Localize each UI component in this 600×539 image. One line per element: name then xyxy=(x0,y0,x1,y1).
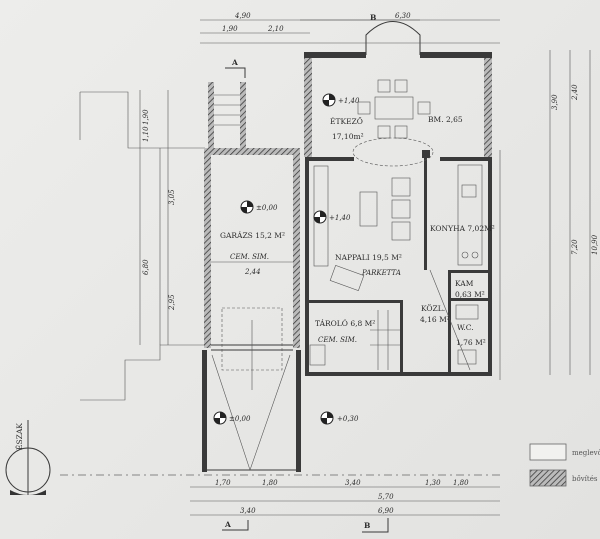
dimensions-bottom_row1-3: 1,30 xyxy=(425,479,441,487)
level-marker-icon xyxy=(322,93,336,107)
level-marker-icon xyxy=(213,411,227,425)
section-mark-b-bottom: B xyxy=(364,521,370,530)
room-etkezo-area: 17,10m² xyxy=(332,132,364,141)
level-garazs: ±0,00 xyxy=(256,204,278,212)
floor-parketta: PARKETTA xyxy=(361,269,401,277)
tarolo-floor: CEM. SIM. xyxy=(318,336,357,344)
level-markers: +1,40 +1,40 ±0,00 ±0,00 +0,30 xyxy=(213,93,360,425)
driveway xyxy=(202,350,301,472)
room-tarolo: TÁROLÓ 6,8 M² xyxy=(315,319,375,328)
dim-top-3: 6,30 xyxy=(395,12,411,20)
neighbour-outline xyxy=(79,91,205,401)
dimensions-left-1: 1,10 xyxy=(142,126,150,142)
dim-top-1: 1,90 xyxy=(222,25,238,33)
legend-extension-swatch xyxy=(529,469,567,487)
legend-existing: meglevő xyxy=(572,448,600,457)
stair-column xyxy=(208,82,246,148)
room-kam-area: 0,63 M² xyxy=(455,290,485,299)
dimensions-left-3: 6,80 xyxy=(142,259,150,275)
room-kozl-area: 4,16 M² xyxy=(420,315,450,324)
garazs-width: 2,44 xyxy=(244,268,261,276)
north-compass: ÉSZAK xyxy=(5,420,51,495)
compass-label: ÉSZAK xyxy=(15,423,24,450)
dimensions-right-2: 7,20 xyxy=(571,239,579,255)
level-etkezo: +1,40 xyxy=(338,97,360,105)
dimensions-bottom_row1-0: 1,70 xyxy=(215,479,231,487)
dimensions-right-1: 2,40 xyxy=(571,84,579,101)
level-marker-icon xyxy=(320,411,334,425)
section-mark-a-bottom: A xyxy=(224,520,231,529)
dimensions-bottom_row3-1: 6,90 xyxy=(378,507,394,515)
dimensions-left-4: 2,95 xyxy=(168,294,176,311)
dimensions-right: 3,90 2,40 7,20 10,90 xyxy=(549,50,599,375)
level-marker-icon xyxy=(313,210,327,224)
room-kozl: KÖZL. xyxy=(421,304,445,313)
dimensions-right-3: 10,90 xyxy=(591,234,599,255)
dim-top-2: 2,10 xyxy=(267,25,284,33)
legend: meglevő bővítés xyxy=(529,443,600,487)
room-wc-area: 1,76 M² xyxy=(456,338,486,347)
garage xyxy=(204,148,300,390)
legend-existing-swatch xyxy=(529,443,567,461)
dimensions-left: 1,90 1,10 3,05 6,80 2,95 xyxy=(139,90,176,345)
house-walls xyxy=(304,21,501,380)
dimensions-bottom_row1-2: 3,40 xyxy=(345,479,361,487)
dimensions-bottom_row2-0: 5,70 xyxy=(378,493,394,501)
dimensions-right-0: 3,90 xyxy=(551,94,559,110)
dim-top-0: 4,90 xyxy=(234,12,251,20)
room-labels: ÉTKEZŐ 17,10m² BM. 2,65 NAPPALI 19,5 M² … xyxy=(220,115,495,347)
room-konyha: KONYHA 7,02M² xyxy=(430,224,495,233)
floor-cem-sim: CEM. SIM. xyxy=(230,253,269,261)
dimensions-bottom_row3-0: 3,40 xyxy=(240,507,256,515)
room-etkezo: ÉTKEZŐ xyxy=(330,117,363,126)
level-drive: ±0,00 xyxy=(229,415,251,423)
level-yard: +0,30 xyxy=(337,415,359,423)
level-marker-icon xyxy=(240,200,254,214)
dimensions-top: 4,90 1,90 2,10 6,30 xyxy=(200,12,500,44)
dimensions-left-2: 3,05 xyxy=(168,189,176,205)
room-nappali: NAPPALI 19,5 M² xyxy=(335,253,402,262)
section-mark-b-top: B xyxy=(370,13,376,22)
level-nappali: +1,40 xyxy=(329,214,351,222)
room-wc: W.C. xyxy=(457,323,474,332)
section-mark-a-top: A xyxy=(231,58,238,67)
room-kam: KAM xyxy=(455,279,474,288)
room-bm: BM. 2,65 xyxy=(428,115,463,124)
room-garazs: GARÁZS 15,2 M² xyxy=(220,231,285,240)
dimensions-bottom: 1,70 1,80 3,40 1,30 1,80 5,70 3,40 6,90 xyxy=(60,474,500,516)
dimensions-bottom_row1-1: 1,80 xyxy=(262,479,278,487)
section-marks: A A B B xyxy=(222,13,389,533)
legend-extension: bővítés xyxy=(572,474,598,483)
dimensions-bottom_row1-4: 1,80 xyxy=(453,479,469,487)
dimensions-left-0: 1,90 xyxy=(142,109,150,125)
